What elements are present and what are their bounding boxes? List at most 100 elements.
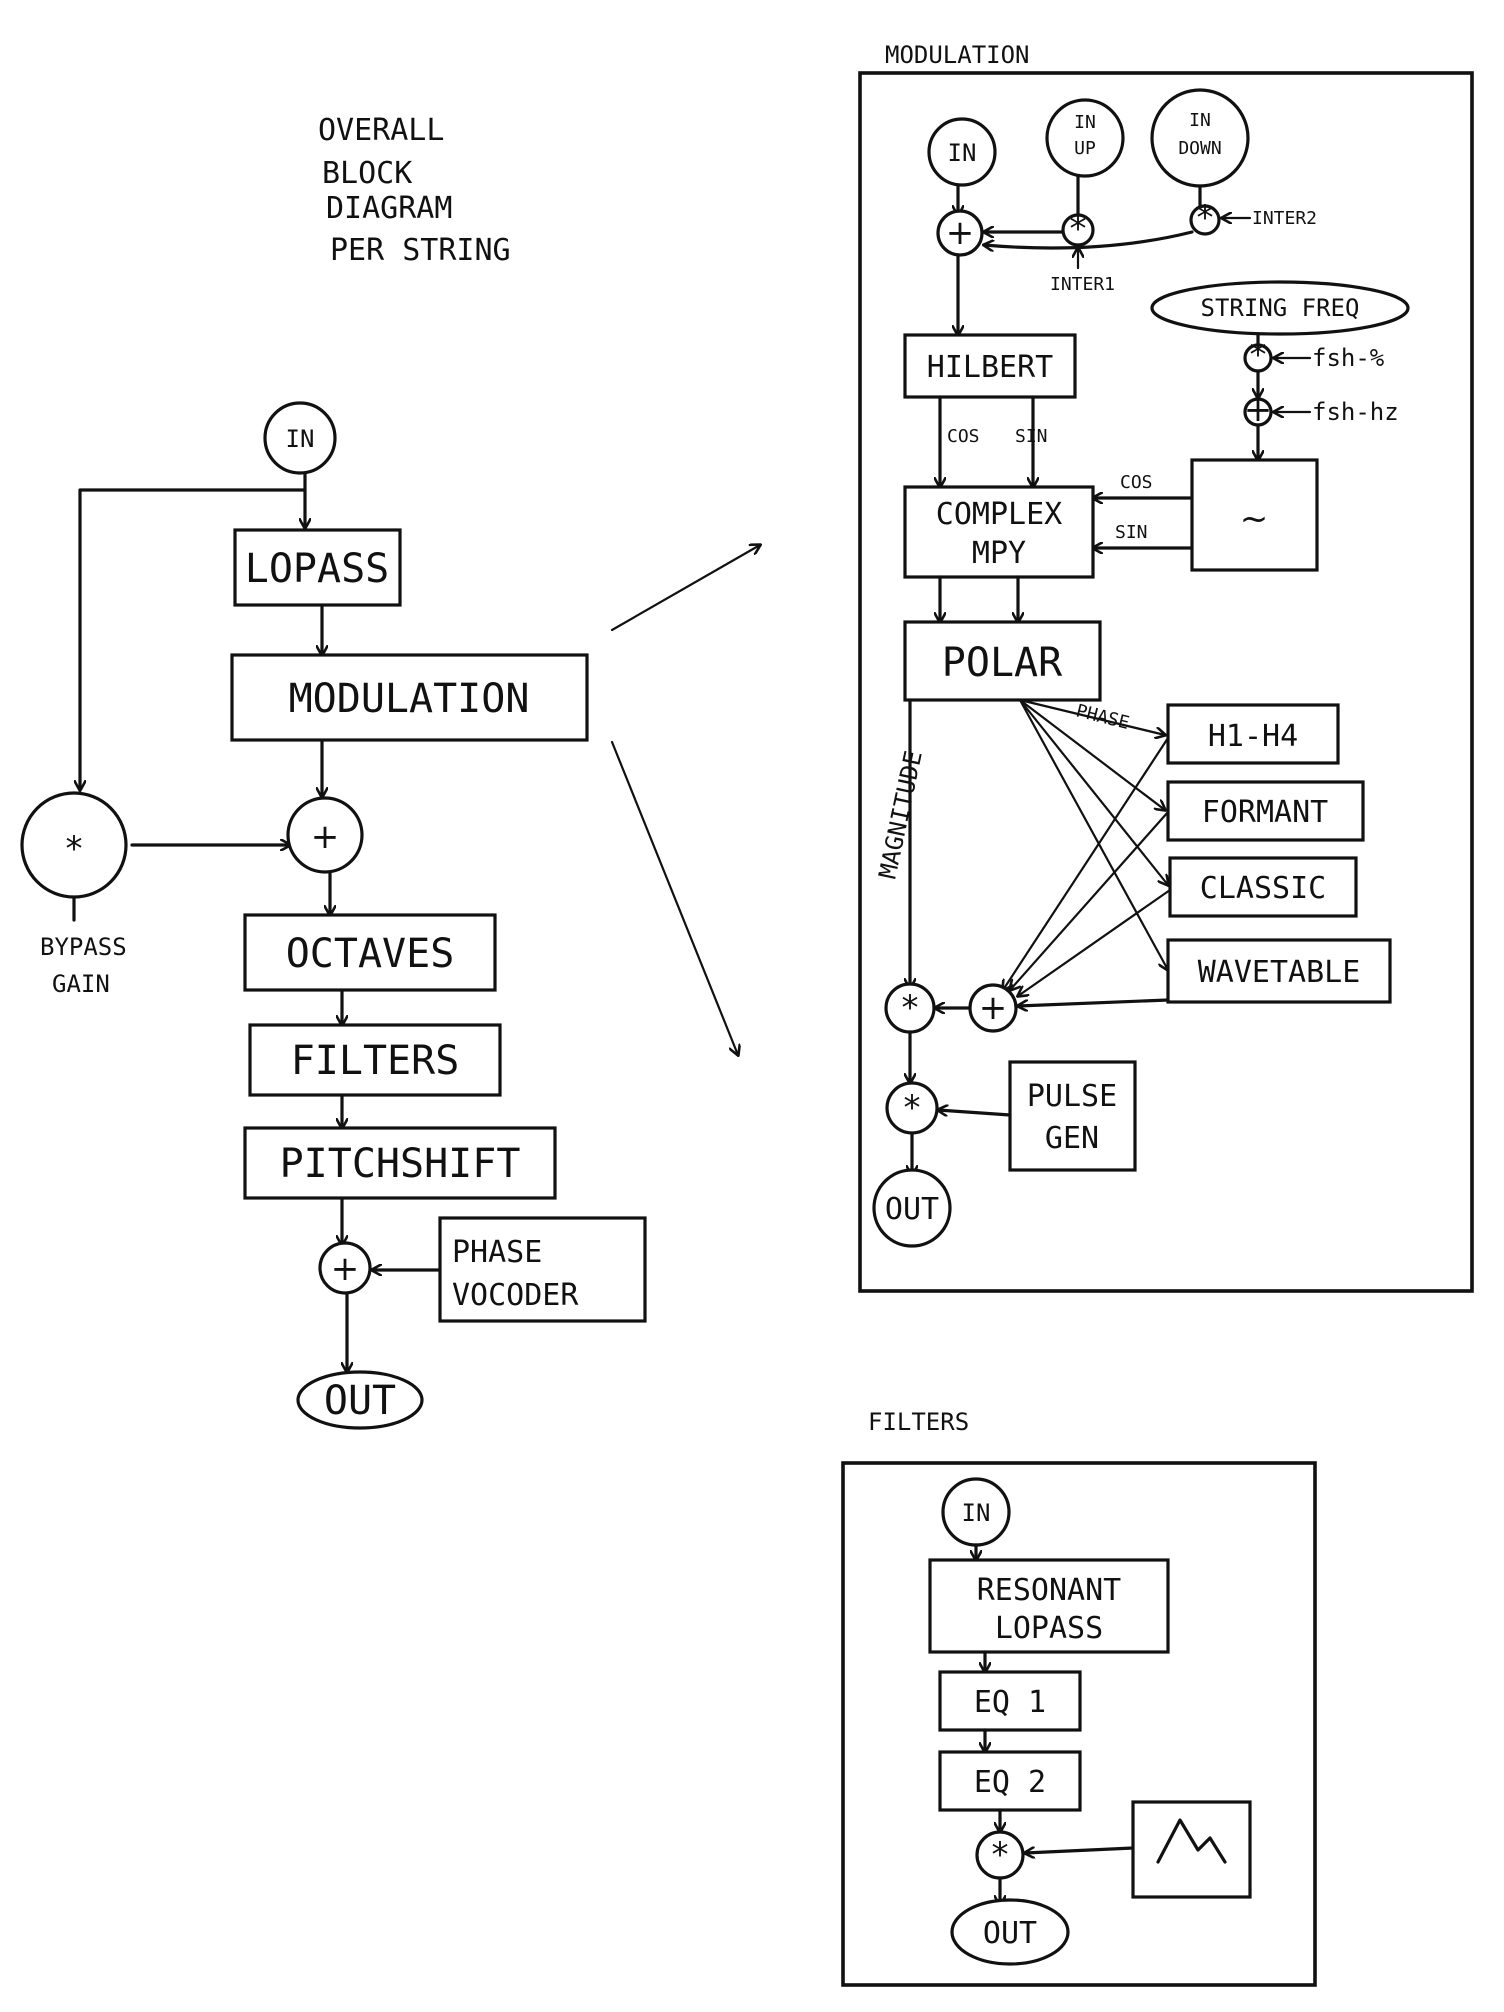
overall-sum-symbol: + xyxy=(311,817,340,857)
wire-phase-to-wavetable xyxy=(1018,698,1168,970)
lopass-label: LOPASS xyxy=(245,546,390,592)
formant-block xyxy=(1166,780,1365,842)
inter1-multiply-symbol: * xyxy=(1070,209,1087,249)
classic-label: CLASSIC xyxy=(1200,871,1326,906)
mod-in-up-node xyxy=(1045,98,1125,178)
hilbert-label: HILBERT xyxy=(927,350,1053,385)
mod-input-sum-symbol: + xyxy=(946,213,975,253)
filters-multiply-symbol: * xyxy=(992,1835,1009,1875)
pulse-gen-line-1: PULSE xyxy=(1027,1079,1117,1114)
eq2-block xyxy=(938,1750,1082,1812)
wavetable-label: WAVETABLE xyxy=(1198,955,1361,990)
phase-label: PHASE xyxy=(1074,700,1132,733)
wire-bypass-branch xyxy=(80,488,307,790)
modulation-label: MODULATION xyxy=(289,676,530,722)
inter2-multiply-node xyxy=(1189,204,1221,236)
wire-phase-to-h1h4 xyxy=(1018,698,1165,735)
algorithm-sum-symbol: + xyxy=(979,988,1008,1028)
formant-label: FORMANT xyxy=(1202,795,1328,830)
string-freq-node xyxy=(1150,280,1410,336)
wavetable-block xyxy=(1166,938,1392,1004)
complex-mpy-block xyxy=(903,485,1095,579)
h1-h4-block xyxy=(1166,703,1340,765)
overall-title-line-1: OVERALL xyxy=(318,113,444,148)
pulse-gen-block xyxy=(1008,1060,1137,1172)
wire-formant-to-sum xyxy=(1010,810,1170,990)
mod-in-down-line-1: IN xyxy=(1189,110,1211,131)
overall-diagram: OVERALL BLOCK DIAGRAM PER STRING IN LOPA… xyxy=(20,113,760,1430)
envelope-block xyxy=(1131,1800,1252,1899)
magnitude-label: MAGNITUDE xyxy=(873,748,927,881)
filters-out-node xyxy=(950,1898,1070,1966)
phase-vocoder-block xyxy=(438,1216,647,1323)
wire-classic-to-sum xyxy=(1018,888,1172,996)
pitchshift-label: PITCHSHIFT xyxy=(280,1141,521,1187)
filters-out-label: OUT xyxy=(983,1916,1037,1951)
overall-in-label: IN xyxy=(286,425,315,453)
phase-vocoder-line-1: PHASE xyxy=(452,1235,542,1270)
mod-in-down-line-2: DOWN xyxy=(1178,138,1221,159)
filters-in-label: IN xyxy=(962,1499,991,1527)
pitchshift-block xyxy=(243,1126,557,1200)
inter1-label: INTER1 xyxy=(1050,274,1115,295)
eq2-label: EQ 2 xyxy=(974,1765,1046,1800)
hilbert-block xyxy=(903,333,1077,399)
classic-block xyxy=(1168,856,1358,918)
mod-in-node xyxy=(927,117,997,187)
wire-phase-to-formant xyxy=(1018,698,1165,810)
octaves-block xyxy=(243,913,497,992)
complex-mpy-line-2: MPY xyxy=(972,536,1026,571)
lopass-block xyxy=(233,528,402,607)
wire-h1h4-to-sum xyxy=(1003,736,1170,990)
bypass-multiply-node xyxy=(20,791,128,899)
inter2-multiply-symbol: * xyxy=(1197,198,1214,238)
mod-in-up-line-2: UP xyxy=(1074,138,1096,159)
filters-label: FILTERS xyxy=(291,1038,460,1084)
overall-in-node xyxy=(263,401,337,475)
inter2-label: INTER2 xyxy=(1252,208,1317,229)
wire-pulse-gen-to-mult xyxy=(938,1110,1012,1115)
bypass-gain-line-2: GAIN xyxy=(52,970,110,998)
vocoder-sum-node xyxy=(318,1241,372,1295)
h1-h4-label: H1-H4 xyxy=(1208,719,1298,754)
resonant-lopass-block xyxy=(928,1558,1170,1654)
eq1-block xyxy=(938,1670,1082,1732)
modulation-frame xyxy=(858,71,1474,1293)
wire-envelope-to-multiply xyxy=(1025,1846,1135,1853)
polar-block xyxy=(903,620,1102,702)
bypass-gain-line-1: BYPASS xyxy=(40,933,127,961)
hilbert-cos-label: COS xyxy=(947,426,980,447)
bypass-multiply-symbol: * xyxy=(66,829,83,869)
pulse-multiply-symbol: * xyxy=(904,1088,921,1128)
modulation-block xyxy=(230,653,589,742)
filters-frame xyxy=(841,1461,1317,1987)
mod-in-label: IN xyxy=(948,139,977,167)
filters-detail-title: FILTERS xyxy=(868,1408,969,1436)
overall-out-label: OUT xyxy=(324,1378,396,1424)
oscillator-symbol: ~ xyxy=(1240,499,1269,539)
fsh-pct-multiply-symbol: * xyxy=(1250,335,1267,375)
mod-out-label: OUT xyxy=(885,1192,939,1227)
wire-inter2-to-sum xyxy=(984,230,1194,248)
fsh-hz-add-symbol: + xyxy=(1244,390,1273,430)
wire-phase-to-classic xyxy=(1018,698,1168,885)
magnitude-multiply-symbol: * xyxy=(902,988,919,1028)
envelope-icon xyxy=(1156,1818,1227,1864)
overall-sum-node xyxy=(286,796,364,874)
resonant-lopass-line-1: RESONANT xyxy=(977,1573,1122,1608)
octaves-label: OCTAVES xyxy=(286,931,455,977)
string-freq-label: STRING FREQ xyxy=(1201,294,1360,322)
modulation-detail: MODULATION IN IN UP IN DOWN + * INTER1 *… xyxy=(858,41,1474,1293)
mod-out-node xyxy=(872,1168,952,1248)
polar-label: POLAR xyxy=(942,640,1063,686)
modulation-detail-title: MODULATION xyxy=(885,41,1030,69)
mod-in-up-line-1: IN xyxy=(1074,112,1096,133)
overall-out-node xyxy=(296,1370,424,1430)
pointer-to-modulation-detail-lower xyxy=(610,740,738,1055)
wire-wavetable-to-sum xyxy=(1018,998,1170,1006)
hilbert-sin-label: SIN xyxy=(1015,426,1048,447)
vocoder-sum-symbol: + xyxy=(331,1249,360,1289)
filters-detail: FILTERS IN RESONANT LOPASS EQ 1 EQ 2 * O… xyxy=(841,1408,1317,1987)
fsh-hz-label: fsh-hz xyxy=(1312,398,1399,426)
